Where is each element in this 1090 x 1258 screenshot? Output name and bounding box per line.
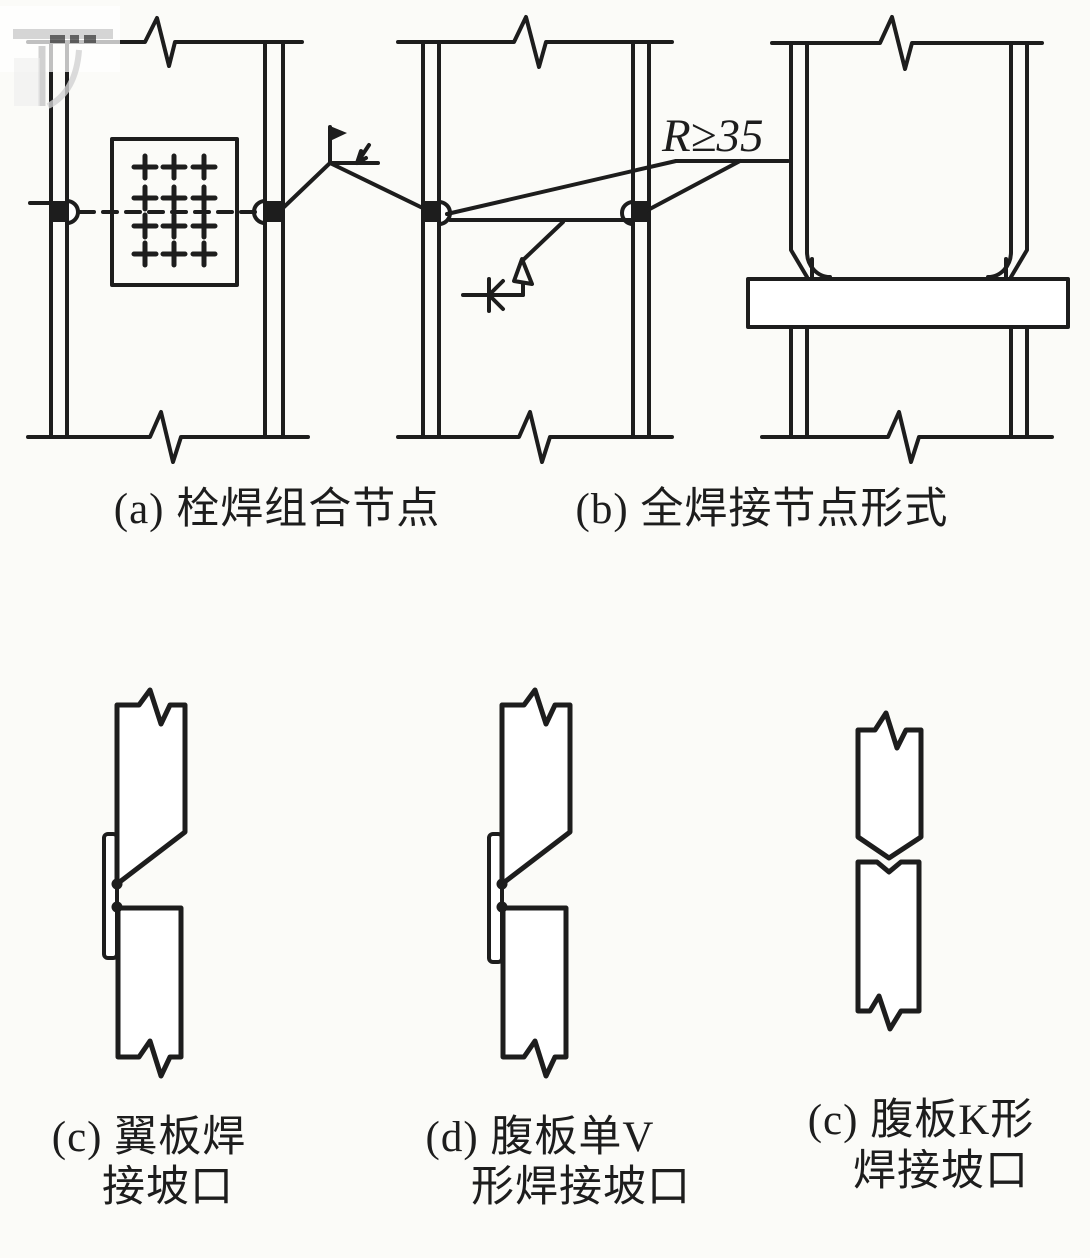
beam-bottom-break-line xyxy=(760,410,1054,464)
radius-leader-right xyxy=(644,159,742,213)
bevel-weld-symbol xyxy=(461,220,565,313)
caption-c-line2: 接坡口 xyxy=(102,1164,234,1211)
panel-flange-on-plate-connection xyxy=(746,15,1070,464)
upper-plate-double-beveled xyxy=(855,710,924,861)
beam-bottom-break-line xyxy=(26,410,310,464)
flange-weld-left xyxy=(51,201,67,222)
upper-plate-beveled xyxy=(499,687,573,887)
caption-e-line2: 焊接坡口 xyxy=(853,1148,1029,1195)
radius-annotation-text: R≥35 xyxy=(661,110,764,162)
bolt-marks xyxy=(131,153,218,268)
panel-flange-groove xyxy=(102,687,188,1079)
beam-flange-plate xyxy=(746,277,1070,329)
caption-d-line2: 形焊接坡口 xyxy=(471,1164,691,1211)
radius-leader-left xyxy=(445,159,678,216)
column-flange-left xyxy=(421,40,441,439)
flange-right-outer-line xyxy=(1009,41,1029,279)
lower-plate xyxy=(115,905,184,1079)
flange-weld-right xyxy=(633,201,649,222)
watermark-artifact xyxy=(0,6,120,109)
root-dot-lower xyxy=(111,901,123,913)
root-dot-upper xyxy=(496,878,508,890)
beam-top-break-line xyxy=(26,16,304,68)
caption-d-line1: (d) 腹板单V xyxy=(426,1114,655,1161)
shear-splice-plate xyxy=(110,137,239,287)
flange-lines-below-plate xyxy=(789,325,1029,439)
column-flange-right xyxy=(263,40,285,439)
beam-top-break-line xyxy=(770,15,1044,71)
backing-bar xyxy=(102,832,119,960)
column-flange-right xyxy=(631,40,651,439)
panel-bolt-weld-joint xyxy=(26,16,310,464)
caption-a: (a) 栓焊组合节点 xyxy=(114,486,440,533)
panel-web-k-groove xyxy=(855,710,924,1032)
caption-c-line1: (c) 翼板焊 xyxy=(52,1114,246,1161)
weld-leader-line xyxy=(520,220,565,297)
caption-b: (b) 全焊接节点形式 xyxy=(576,485,949,533)
bevel-groove-k-icon xyxy=(487,277,505,313)
flange-weld-left xyxy=(423,201,439,222)
panel-web-single-v-groove xyxy=(487,687,573,1079)
radius-annotation: R≥35 xyxy=(445,110,790,216)
panel-fully-welded-joint xyxy=(396,15,674,464)
weld-access-hole-left xyxy=(65,199,80,225)
field-weld-flag-icon xyxy=(330,126,347,141)
beam-top-break-line xyxy=(396,15,674,69)
root-dot-lower xyxy=(496,901,508,913)
flange-weld-right xyxy=(265,201,283,222)
beam-bottom-break-line xyxy=(396,410,674,464)
upper-plate-beveled xyxy=(114,687,188,887)
weld-leader-lines xyxy=(282,161,435,215)
column-flange-left xyxy=(49,40,69,439)
root-dot-upper xyxy=(111,878,123,890)
backing-bar xyxy=(487,832,504,964)
weld-symbol-arrow-icon xyxy=(355,143,371,165)
caption-e-line1: (c) 腹板K形 xyxy=(808,1097,1035,1144)
lower-plate xyxy=(500,905,569,1079)
lower-plate-notched xyxy=(855,859,922,1032)
weld-leader-arrowhead-icon xyxy=(512,257,534,286)
flange-left-outer-line xyxy=(789,41,809,279)
field-weld-symbol xyxy=(282,125,435,215)
